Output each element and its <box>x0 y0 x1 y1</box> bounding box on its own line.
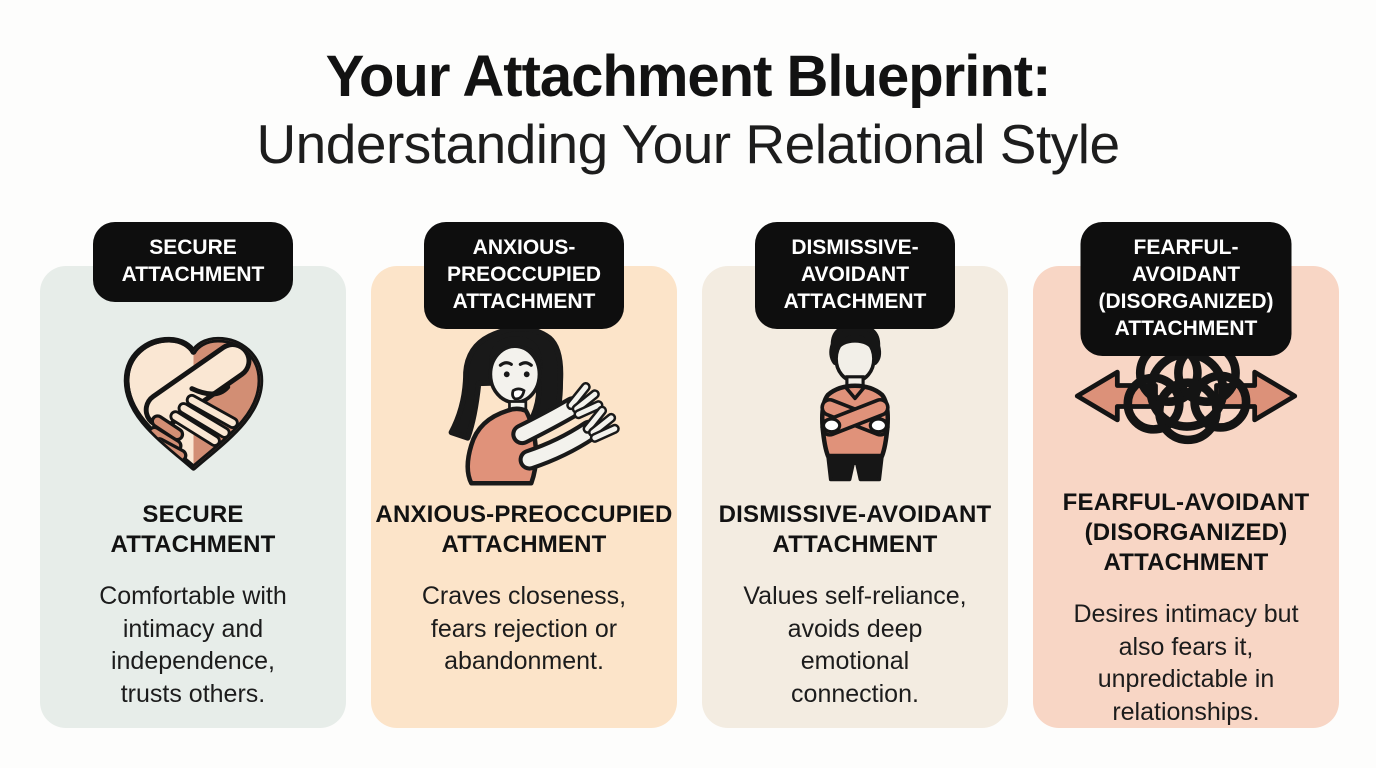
card-description: Desires intimacy but also fears it, unpr… <box>1073 600 1299 726</box>
card-anxious-preoccupied-attachment: ANXIOUS- PREOCCUPIED ATTACHMENT <box>371 222 677 728</box>
card-badge: FEARFUL-AVOIDANT (DISORGANIZED) ATTACHME… <box>1080 222 1292 356</box>
anxious-person-icon <box>424 316 624 488</box>
page-subtitle: Understanding Your Relational Style <box>256 112 1120 175</box>
card-heading: DISMISSIVE-AVOIDANT ATTACHMENT <box>718 501 992 558</box>
attachment-cards-row: SECURE ATTACHMENT <box>40 222 1340 728</box>
card-secure-attachment: SECURE ATTACHMENT <box>40 222 346 728</box>
card-heading: ANXIOUS-PREOCCUPIED ATTACHMENT <box>375 501 673 558</box>
card-badge: DISMISSIVE-AVOIDANT ATTACHMENT <box>755 222 955 329</box>
card-badge: SECURE ATTACHMENT <box>93 222 293 302</box>
card-description: Comfortable with intimacy and independen… <box>99 582 287 708</box>
card-badge: ANXIOUS- PREOCCUPIED ATTACHMENT <box>424 222 624 329</box>
card-heading: FEARFUL-AVOIDANT (DISORGANIZED) ATTACHME… <box>1062 489 1310 576</box>
page-header: Your Attachment Blueprint: Understanding… <box>0 0 1376 174</box>
tangled-knot-arrows-icon <box>1062 316 1310 476</box>
heart-handshake-icon <box>111 316 276 488</box>
card-dismissive-avoidant-attachment: DISMISSIVE-AVOIDANT ATTACHMENT <box>702 222 1008 728</box>
card-heading: SECURE ATTACHMENT <box>110 501 276 558</box>
card-description: Values self-reliance, avoids deep emotio… <box>743 582 967 708</box>
page-title: Your Attachment Blueprint: <box>325 44 1052 109</box>
card-description: Craves closeness, fears rejection or aba… <box>421 582 627 675</box>
card-fearful-avoidant-attachment: FEARFUL-AVOIDANT (DISORGANIZED) ATTACHME… <box>1033 222 1339 728</box>
crossed-arms-person-icon <box>789 316 921 488</box>
